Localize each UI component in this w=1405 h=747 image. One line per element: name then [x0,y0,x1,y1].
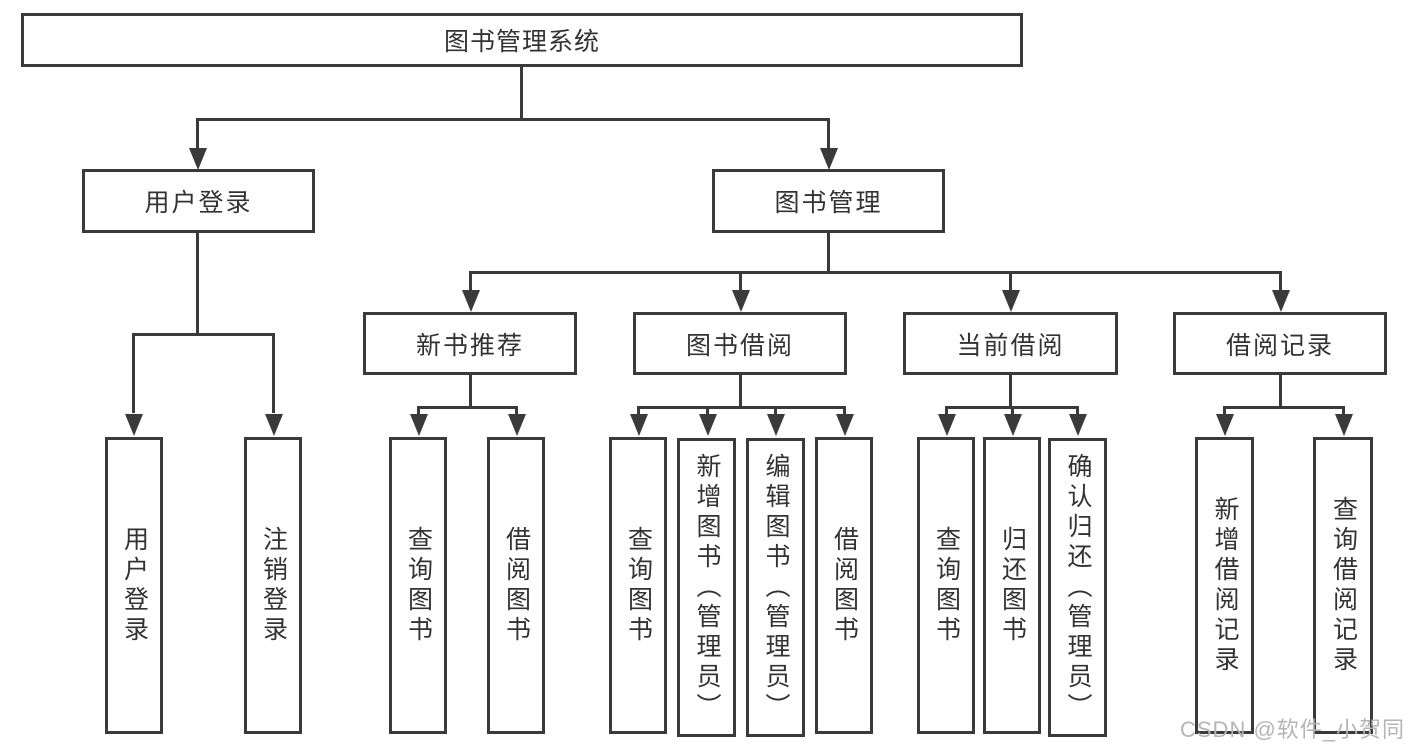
leaf-label: 借阅图书 [502,525,531,646]
node-borrow-records: 借阅记录 [1173,312,1387,375]
csdn-watermark: CSDN @软件_小贺同学 [1180,717,1405,742]
connector-leaf-drop [1076,406,1079,418]
leaf-query-borrow-record: 查询借阅记录 [1313,437,1373,734]
leaf-add-borrow-record: 新增借阅记录 [1195,437,1254,734]
leaf-label: 用户登录 [120,525,149,646]
node-new-book-recommend-label: 新书推荐 [415,331,524,360]
connector-book-management-stem [827,233,830,274]
connector-user-login-stem [196,233,199,336]
arrowhead-down-icon [1004,414,1022,436]
arrowhead-down-icon [1272,290,1290,312]
leaf-logout: 注销登录 [244,437,302,734]
arrowhead-down-icon [1335,414,1353,436]
connector-user-login-drop [196,118,199,151]
arrowhead-down-icon [1216,414,1234,436]
leaf-label: 编辑图书（管理员） [762,452,790,723]
arrowhead-down-icon [820,148,838,170]
node-root: 图书管理系统 [21,13,1023,67]
arrowhead-down-icon [125,414,143,436]
arrowhead-down-icon [630,414,648,436]
connector-leaf-drop [706,406,709,418]
arrowhead-down-icon [1069,414,1087,436]
connector-group-split [417,406,518,409]
leaf-label: 借阅图书 [830,525,859,646]
node-user-login: 用户登录 [82,169,315,233]
arrowhead-down-icon [410,414,428,436]
connector-book-management-drop [827,118,830,151]
arrowhead-down-icon [732,290,750,312]
connector-leaf-drop [272,333,275,413]
leaf-label: 注销登录 [259,525,288,646]
leaf-label: 归还图书 [998,525,1027,646]
connector-leaf-drop [1342,406,1345,418]
leaf-query-books: 查询图书 [609,437,667,734]
connector-leaf-drop [843,406,846,418]
leaf-label: 新增图书（管理员） [693,452,721,723]
arrowhead-down-icon [508,414,526,436]
node-new-book-recommend: 新书推荐 [363,312,577,375]
leaf-edit-books-admin: 编辑图书（管理员） [746,438,805,737]
leaf-return-books: 归还图书 [983,437,1041,734]
connector-root-split [196,118,830,121]
node-book-management-label: 图书管理 [774,189,883,217]
leaf-label: 查询借阅记录 [1329,495,1358,676]
connector-leaf-drop [417,406,420,418]
connector-level3-drop [1279,271,1282,291]
connector-level3-drop [469,271,472,291]
node-current-borrow-label: 当前借阅 [956,331,1065,360]
connector-group-stem [1009,375,1012,408]
arrowhead-down-icon [462,290,480,312]
leaf-add-books-admin: 新增图书（管理员） [677,438,736,737]
node-current-borrow: 当前借阅 [903,312,1118,375]
leaf-confirm-return-admin: 确认归还（管理员） [1048,438,1107,737]
connector-leaf-drop [1011,406,1014,418]
arrowhead-down-icon [836,414,854,436]
arrowhead-down-icon [938,414,956,436]
arrowhead-down-icon [189,148,207,170]
connector-group-stem [469,375,472,408]
node-book-borrow: 图书借阅 [633,312,847,375]
leaf-label: 查询图书 [932,525,961,646]
connector-leaf-drop [132,333,135,413]
connector-group-split [1223,406,1345,409]
arrowhead-down-icon [699,414,717,436]
connector-leaf-drop [945,406,948,418]
connector-root-stem [520,67,523,120]
leaf-label: 查询图书 [624,525,653,646]
connector-leaf-drop [637,406,640,418]
leaf-label: 确认归还（管理员） [1064,452,1092,723]
leaf-borrow-books: 借阅图书 [815,437,873,734]
leaf-query-books: 查询图书 [917,437,975,734]
connector-book-management-split [469,271,1282,274]
arrowhead-down-icon [265,414,283,436]
node-borrow-records-label: 借阅记录 [1225,331,1334,360]
arrowhead-down-icon [1002,290,1020,312]
connector-leaf-drop [774,406,777,418]
leaf-label: 查询图书 [404,525,433,646]
connector-user-login-split [132,333,275,336]
arrowhead-down-icon [767,414,785,436]
connector-leaf-drop [1223,406,1226,418]
connector-group-split [637,406,846,409]
node-book-management: 图书管理 [712,169,945,233]
connector-leaf-drop [515,406,518,418]
leaf-user-login: 用户登录 [105,437,163,734]
leaf-borrow-books: 借阅图书 [487,437,545,734]
connector-group-stem [739,375,742,408]
node-user-login-label: 用户登录 [144,189,253,217]
connector-group-stem [1279,375,1282,408]
connector-level3-drop [739,271,742,291]
node-book-borrow-label: 图书借阅 [685,331,794,360]
node-root-label: 图书管理系统 [443,28,600,56]
connector-level3-drop [1009,271,1012,291]
leaf-label: 新增借阅记录 [1211,495,1239,676]
leaf-query-books: 查询图书 [389,437,447,734]
